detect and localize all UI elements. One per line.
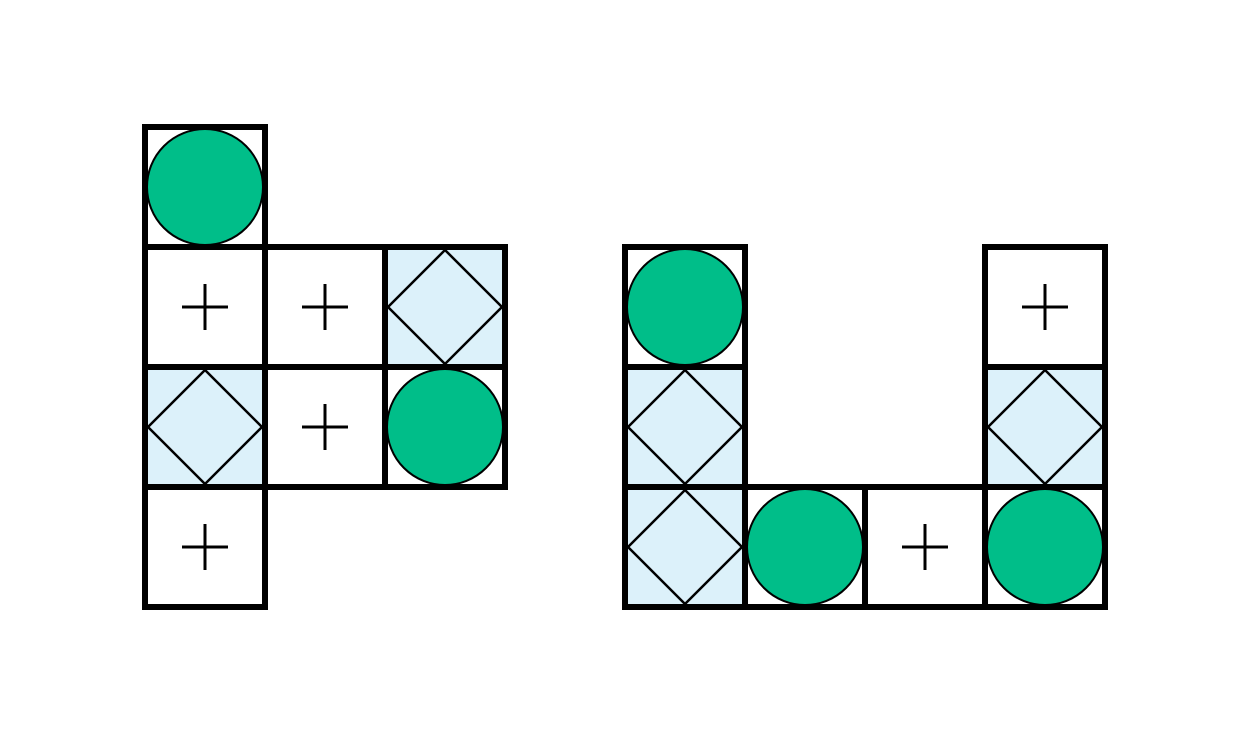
cell-background — [625, 487, 745, 607]
cell-circle — [745, 487, 865, 607]
cell-background — [385, 247, 505, 367]
cell-plus — [265, 247, 385, 367]
cell-background — [145, 367, 265, 487]
plus-icon — [302, 284, 348, 330]
cell-diamond — [985, 367, 1105, 487]
circle-icon — [386, 368, 504, 486]
cell-plus — [145, 247, 265, 367]
cell-circle — [625, 247, 745, 367]
cell-diamond — [625, 367, 745, 487]
cell-circle — [385, 367, 505, 487]
cell-circle — [985, 487, 1105, 607]
circle-icon — [986, 488, 1104, 606]
cell-diamond — [385, 247, 505, 367]
cell-plus — [265, 367, 385, 487]
plus-icon — [302, 404, 348, 450]
plus-icon — [182, 524, 228, 570]
plus-icon — [1022, 284, 1068, 330]
circle-icon — [146, 128, 264, 246]
cell-background — [985, 367, 1105, 487]
cell-border — [382, 364, 508, 490]
left-shape — [142, 124, 508, 610]
plus-icon — [182, 284, 228, 330]
cell-plus — [985, 247, 1105, 367]
cell-plus — [145, 487, 265, 607]
cell-diamond — [145, 367, 265, 487]
cell-circle — [145, 127, 265, 247]
cell-border — [982, 484, 1108, 610]
plus-icon — [902, 524, 948, 570]
cell-diamond — [625, 487, 745, 607]
circle-icon — [746, 488, 864, 606]
right-shape — [622, 244, 1108, 610]
cell-border — [142, 484, 268, 610]
circle-icon — [626, 248, 744, 366]
cell-plus — [865, 487, 985, 607]
cell-background — [625, 367, 745, 487]
